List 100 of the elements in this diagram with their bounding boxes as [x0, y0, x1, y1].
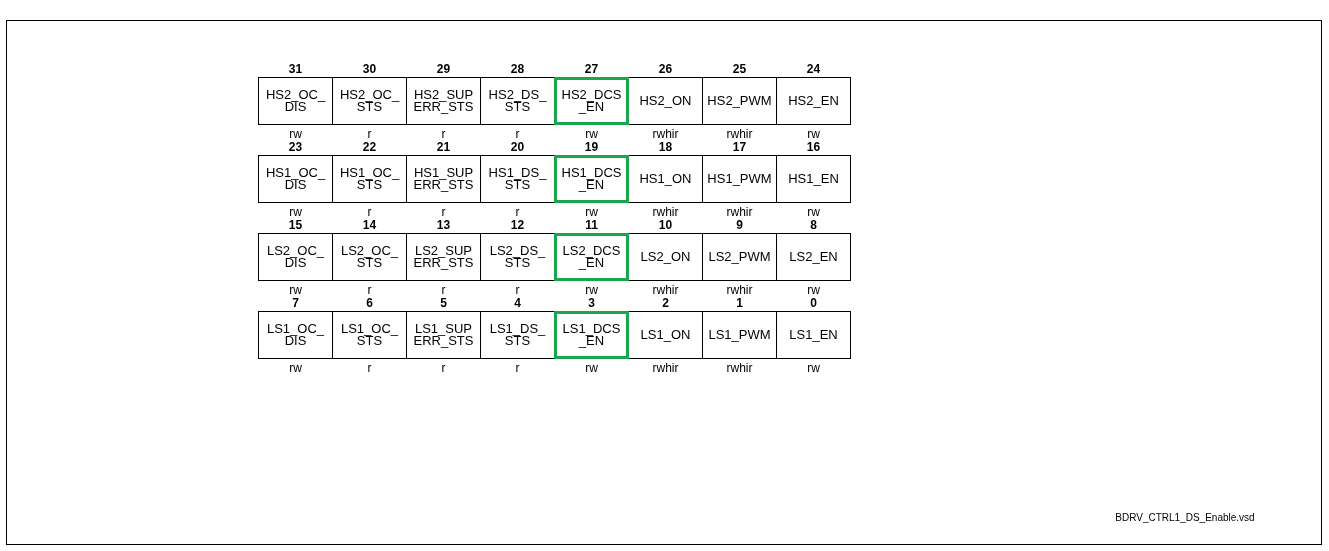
field-name: LS1_PWM — [707, 329, 772, 341]
access-type: rw — [584, 284, 599, 297]
bit-field-cell — [628, 233, 703, 281]
bit-number: 9 — [735, 219, 744, 232]
bit-number: 15 — [287, 219, 304, 232]
field-name: HS2_DCS _EN — [560, 89, 623, 113]
field-name: HS2_OC_ STS — [338, 89, 401, 113]
access-type: rw — [806, 284, 821, 297]
bit-number: 19 — [583, 141, 600, 154]
access-type: r — [440, 362, 447, 375]
access-type: rwhir — [651, 128, 680, 141]
bit-field-cell — [332, 77, 407, 125]
bit-number: 26 — [657, 63, 674, 76]
access-type: rwhir — [725, 128, 754, 141]
access-type: r — [366, 206, 373, 219]
bit-number: 16 — [805, 141, 822, 154]
field-name: HS2_ON — [638, 95, 693, 107]
bit-number: 11 — [584, 219, 599, 232]
access-type: r — [514, 362, 521, 375]
bit-field-cell — [332, 311, 407, 359]
bit-number: 28 — [509, 63, 526, 76]
bit-field-cell — [406, 233, 481, 281]
field-name: HS2_EN — [787, 95, 840, 107]
field-name: LS1_ON — [639, 329, 692, 341]
bit-field-cell — [258, 77, 333, 125]
bit-number: 24 — [805, 63, 822, 76]
field-name: LS2_OC_ STS — [339, 245, 400, 269]
access-type: r — [514, 206, 521, 219]
field-name: LS1_OC_ STS — [339, 323, 400, 347]
access-type: rw — [806, 128, 821, 141]
field-name: HS2_SUP ERR_STS — [412, 89, 475, 113]
field-name: HS2_DS_ STS — [487, 89, 548, 113]
field-name: LS1_OC_ DIS — [265, 323, 326, 347]
bit-field-cell — [776, 233, 851, 281]
bit-number: 20 — [509, 141, 526, 154]
bit-number: 25 — [731, 63, 748, 76]
bit-number: 13 — [435, 219, 452, 232]
bit-field-cell — [628, 155, 703, 203]
field-name: HS1_PWM — [706, 173, 773, 185]
bit-field-cell — [554, 233, 629, 281]
bit-field-cell — [332, 155, 407, 203]
field-name: HS1_OC_ STS — [338, 167, 401, 191]
bit-field-cell — [480, 77, 555, 125]
bit-number: 0 — [809, 297, 818, 310]
field-name: HS1_DS_ STS — [487, 167, 548, 191]
access-type: rw — [584, 206, 599, 219]
field-name: LS1_EN — [788, 329, 839, 341]
field-name: HS2_OC_ DIS — [264, 89, 327, 113]
access-type: r — [366, 128, 373, 141]
access-type: rw — [288, 206, 303, 219]
bit-number: 6 — [365, 297, 374, 310]
field-name: LS1_DCS _EN — [561, 323, 622, 347]
access-type: r — [440, 206, 447, 219]
field-name: LS2_OC_ DIS — [265, 245, 326, 269]
access-type: rwhir — [725, 284, 754, 297]
bit-field-cell — [554, 155, 629, 203]
field-name: LS2_PWM — [707, 251, 772, 263]
access-type: r — [440, 284, 447, 297]
bit-number: 10 — [657, 219, 674, 232]
field-name: LS2_DS_ STS — [488, 245, 547, 269]
field-name: HS1_OC_ DIS — [264, 167, 327, 191]
field-name: LS2_SUP ERR_STS — [412, 245, 475, 269]
bit-field-cell — [258, 233, 333, 281]
bit-number: 27 — [583, 63, 600, 76]
bit-field-cell — [628, 77, 703, 125]
bit-field-cell — [554, 311, 629, 359]
field-name: LS1_DS_ STS — [488, 323, 547, 347]
access-type: rw — [584, 128, 599, 141]
field-name: LS1_SUP ERR_STS — [412, 323, 475, 347]
field-name: LS2_EN — [788, 251, 839, 263]
bit-number: 2 — [661, 297, 670, 310]
bit-number: 7 — [291, 297, 300, 310]
bit-number: 29 — [435, 63, 452, 76]
bit-number: 22 — [361, 141, 378, 154]
access-type: r — [514, 284, 521, 297]
bit-field-cell — [480, 155, 555, 203]
bit-field-cell — [702, 155, 777, 203]
bit-number: 1 — [735, 297, 744, 310]
bit-field-cell — [702, 233, 777, 281]
bit-field-cell — [258, 311, 333, 359]
access-type: rw — [806, 362, 821, 375]
access-type: rwhir — [725, 362, 754, 375]
bit-number: 14 — [361, 219, 378, 232]
access-type: rwhir — [651, 206, 680, 219]
bit-number: 18 — [657, 141, 674, 154]
file-name-note: BDRV_CTRL1_DS_Enable.vsd — [1114, 511, 1256, 525]
bit-field-cell — [776, 311, 851, 359]
bit-field-cell — [776, 155, 851, 203]
bit-field-cell — [702, 77, 777, 125]
field-name: LS2_ON — [639, 251, 692, 263]
access-type: r — [366, 362, 373, 375]
bit-field-cell — [406, 77, 481, 125]
bit-number: 3 — [587, 297, 596, 310]
access-type: rw — [806, 206, 821, 219]
bit-number: 8 — [809, 219, 818, 232]
access-type: rwhir — [651, 284, 680, 297]
bit-field-cell — [480, 233, 555, 281]
bit-field-cell — [702, 311, 777, 359]
bit-field-cell — [776, 77, 851, 125]
access-type: rw — [288, 128, 303, 141]
